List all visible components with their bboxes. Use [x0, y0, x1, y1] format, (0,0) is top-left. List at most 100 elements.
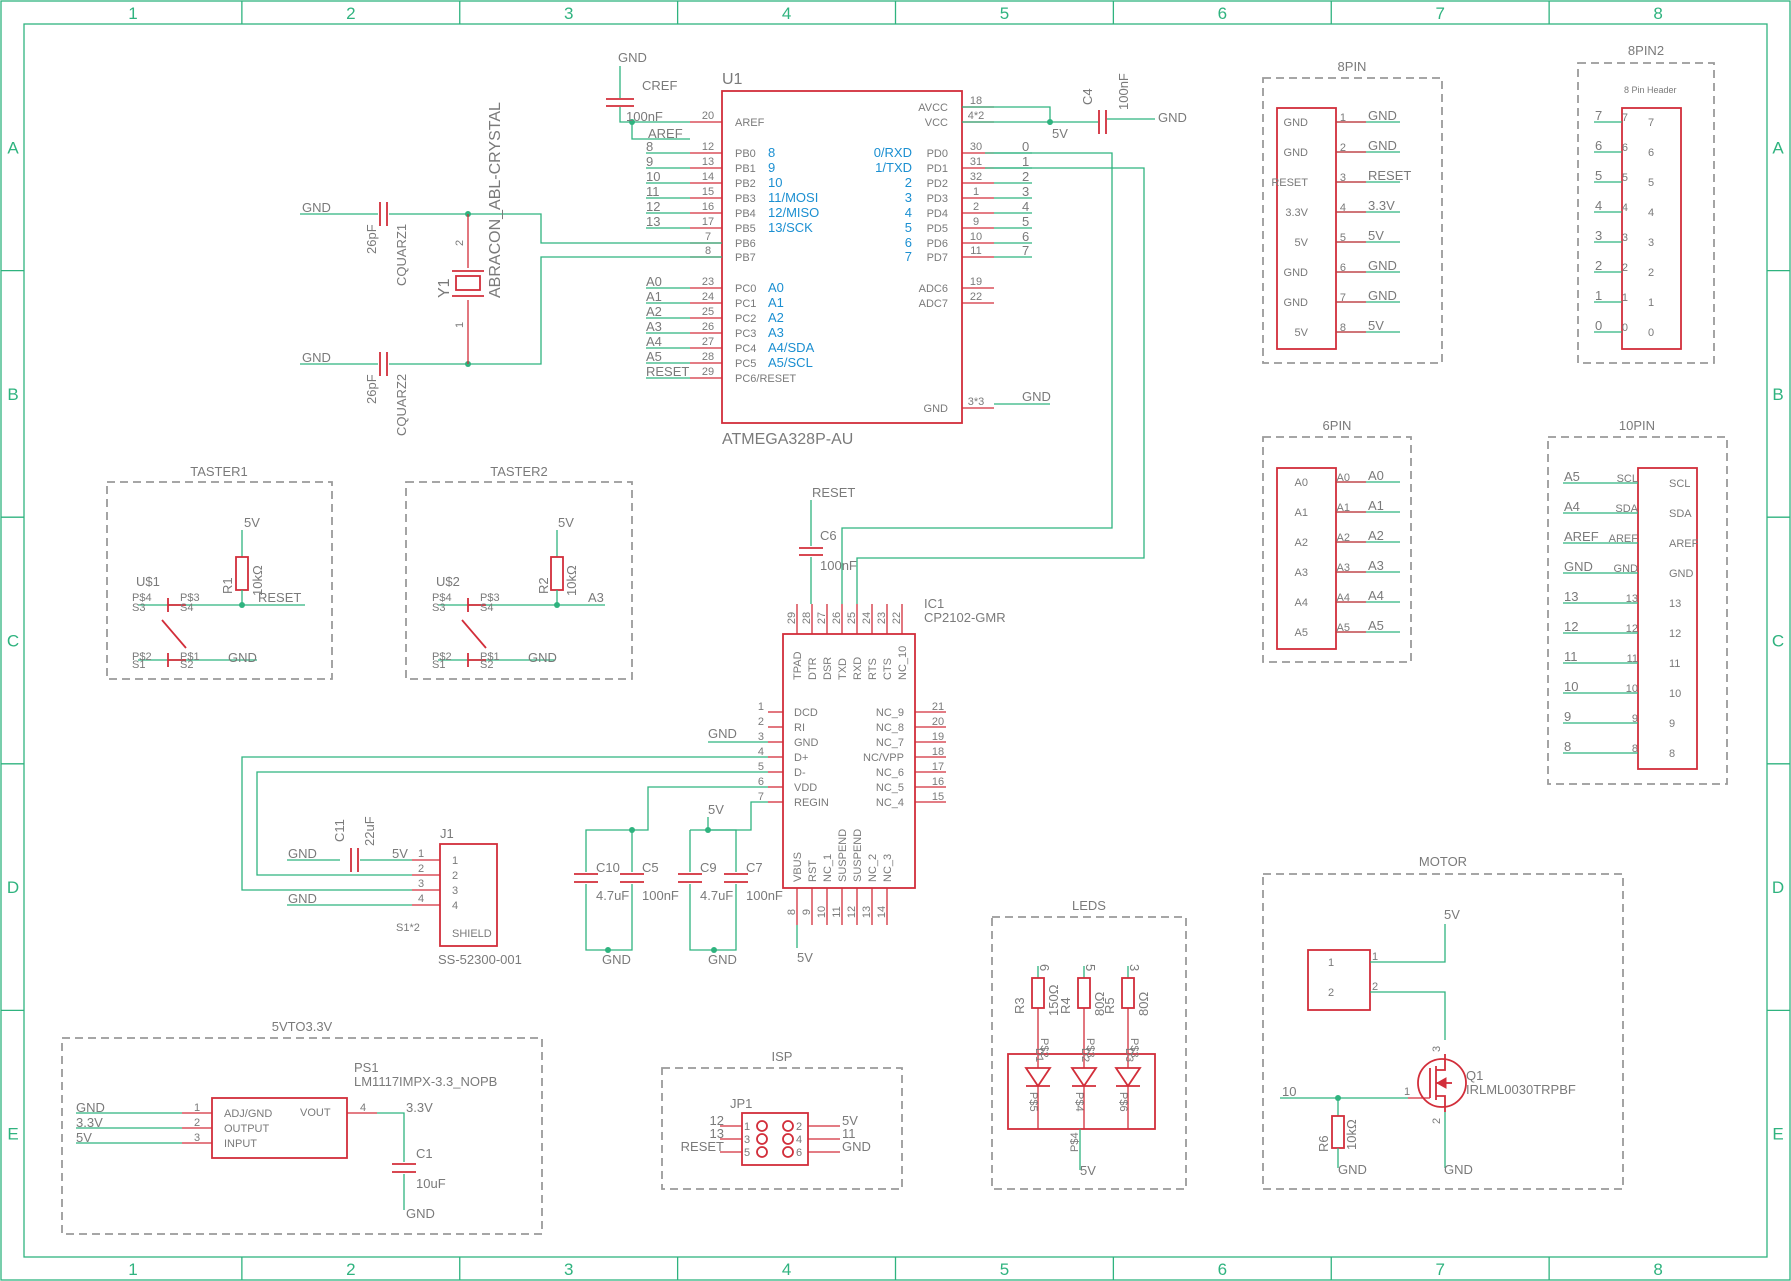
crystal-c2-ref: CQUARZ2 [394, 374, 409, 436]
pin8b-rows-net-0: 7 [1595, 108, 1602, 123]
motor-conn-pin-2: 2 [1328, 987, 1334, 999]
u1-pin-name-pc2: PC2 [735, 313, 756, 325]
ic1-part: CP2102-GMR [924, 610, 1006, 625]
pin6-rows-num-5: A5 [1337, 622, 1350, 634]
pin8-rows-num-0: 1 [1340, 112, 1346, 124]
pin8b-rows-net-4: 3 [1595, 228, 1602, 243]
ps1-part: LM1117IMPX-3.3_NOPB [354, 1074, 497, 1089]
frame-col-top-8: 8 [1653, 4, 1662, 23]
pin8-rows-right-6: GND [1368, 288, 1397, 303]
ic1-pin-num-21: 21 [932, 701, 944, 713]
taster2-s3: S3 [432, 602, 445, 614]
ic1-pin-name-b-4: SUSPEND [852, 829, 864, 882]
ic1-pin-num-13: 13 [861, 906, 873, 918]
taster1-p3: P$3 [180, 592, 200, 604]
ic1-pin-num-3: 3 [758, 731, 764, 743]
frame-col-bottom-2: 2 [346, 1260, 355, 1279]
led-r-value-1: 80Ω [1092, 992, 1107, 1016]
led-d-pin2-0: P$5 [1027, 1092, 1039, 1112]
caps-gnd2: GND [708, 952, 737, 967]
u1-pin-name-vcc: VCC [925, 117, 948, 129]
ic1-pin-name-nc_4: NC_4 [876, 797, 904, 809]
c9-ref: C9 [700, 860, 717, 875]
isp-pin-num-3: 3 [744, 1134, 750, 1146]
ps1-c1-ref: C1 [416, 1146, 433, 1161]
u1-pin-alias-9: 5 [905, 220, 912, 235]
u1-pin-alias-15: 11/MOSI [768, 190, 818, 205]
ic1-pin-name-cts: CTS [882, 658, 894, 680]
pin8b-rows-net-2: 5 [1595, 168, 1602, 183]
u1-pin-num-3x3: 3*3 [968, 396, 985, 408]
u1-pin-num-18: 18 [970, 95, 982, 107]
u1-pin-name-gnd: GND [924, 403, 949, 415]
pin10-rows-num-3: GND [1614, 563, 1639, 575]
pin8b-rows-num-4: 3 [1622, 232, 1628, 244]
u1-pin-name-pc3: PC3 [735, 328, 756, 340]
j1-5v: 5V [392, 846, 408, 861]
group-taster2 [405, 481, 633, 680]
u1-net-left-24: A1 [646, 289, 662, 304]
frame-col-top-7: 7 [1435, 4, 1444, 23]
u1-pin-num-17: 17 [702, 216, 714, 228]
ps1-vout-name: VOUT [300, 1107, 331, 1119]
pin8b-rows-num-7: 0 [1622, 322, 1628, 334]
u1-pin-alias-11: 7 [905, 249, 912, 264]
j1-pin-name-4: 4 [452, 900, 458, 912]
ic1-pin-num-29: 29 [786, 612, 798, 624]
pin6-rows-left-2: A2 [1295, 537, 1308, 549]
pin8-rows-left-6: GND [1284, 297, 1309, 309]
taster1-s4: S4 [180, 602, 193, 614]
group-6pin [1262, 436, 1412, 663]
ps1-pin-name-3: INPUT [224, 1138, 257, 1150]
crystal-part: ABRACON_ABL-CRYSTAL [487, 102, 504, 298]
pin8b-rows-num-1: 6 [1622, 142, 1628, 154]
led-d-pin2-1: P$4 [1073, 1092, 1085, 1112]
ic1-pin-name-rxd: RXD [852, 657, 864, 680]
group-8pin [1262, 77, 1443, 364]
j1-c11-value: 22uF [362, 816, 377, 846]
u1-pin-num-28: 28 [702, 351, 714, 363]
u1-pin-num-9: 9 [973, 216, 979, 228]
u1-net-right-31: 1 [1022, 154, 1029, 169]
pin8-rows-right-0: GND [1368, 108, 1397, 123]
pin10-rows-inner-8: 9 [1669, 718, 1675, 730]
c4-ref: C4 [1080, 88, 1095, 105]
c4-5v: 5V [1052, 126, 1068, 141]
u1-pin-alias-28: A5/SCL [768, 355, 813, 370]
pin6-rows-num-2: A2 [1337, 532, 1350, 544]
u1-net-right-11: 7 [1022, 243, 1029, 258]
pin8-rows-left-7: 5V [1295, 327, 1309, 339]
motor-5v: 5V [1444, 907, 1460, 922]
pin10-rows-inner-7: 10 [1669, 688, 1681, 700]
motor-r-value: 10kΩ [1344, 1119, 1359, 1150]
ps1-gnd: GND [406, 1206, 435, 1221]
group-title-motor: MOTOR [1419, 854, 1467, 869]
pin6-rows-right-5: A5 [1368, 618, 1384, 633]
frame-col-top-1: 1 [128, 4, 137, 23]
pin8-rows-left-5: GND [1284, 267, 1309, 279]
ic1-pin-name-nc_6: NC_6 [876, 767, 904, 779]
frame-col-bottom-7: 7 [1435, 1260, 1444, 1279]
u1-pin-num-32: 32 [970, 171, 982, 183]
ps1-vout-num: 4 [360, 1102, 366, 1114]
pin6-rows-left-4: A4 [1295, 597, 1308, 609]
u1-pin-name-pb0: PB0 [735, 148, 756, 160]
u1-pin-alias-2: 4 [905, 205, 912, 220]
j1-shield: SHIELD [452, 928, 492, 940]
pin10-rows-net-4: 13 [1564, 589, 1578, 604]
ic1-pin-num-24: 24 [861, 612, 873, 624]
pin8-rows-left-2: RESET [1271, 177, 1308, 189]
pin10-rows-net-6: 11 [1564, 649, 1578, 664]
ps1-net-1: GND [76, 1100, 105, 1115]
ic1-pin-name-gnd: GND [794, 737, 819, 749]
u1-pin-num-30: 30 [970, 141, 982, 153]
ic1-pin-name-txd: TXD [837, 658, 849, 680]
ic1-pin-name-b-2: NC_1 [822, 854, 834, 882]
taster1-p4: P$4 [132, 592, 152, 604]
pin6-rows-left-5: A5 [1295, 627, 1308, 639]
pin8b-rows-inner-1: 6 [1648, 147, 1654, 159]
